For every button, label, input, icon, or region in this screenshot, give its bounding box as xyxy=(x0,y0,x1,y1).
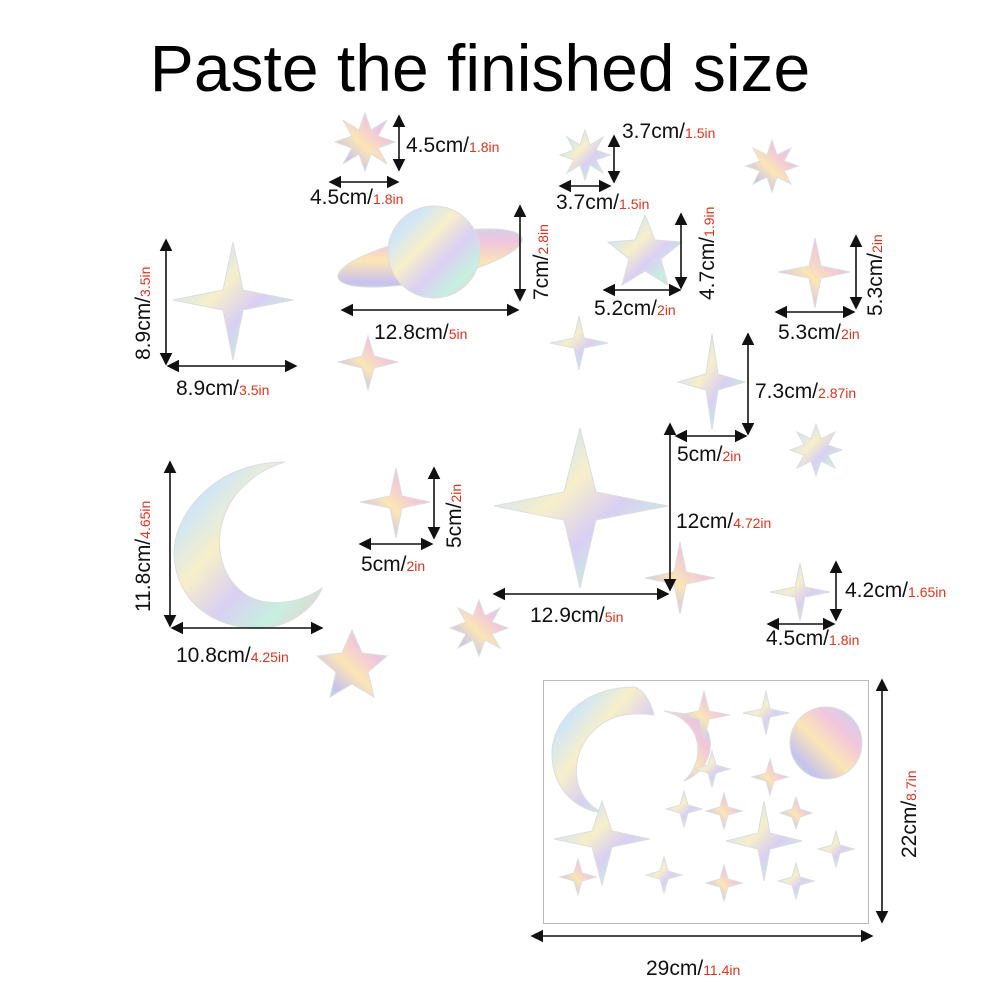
sheet-star-4 xyxy=(750,757,790,797)
sheet-star-5 xyxy=(664,789,704,829)
sheet-star-3 xyxy=(692,749,732,789)
mid-star-width-label: 5cm/2in xyxy=(361,553,426,576)
sheet-big-star xyxy=(553,799,651,887)
four-star-left-width-label: 8.9cm/3.5in xyxy=(176,377,270,400)
eight-point-star-top-right xyxy=(744,138,800,194)
big-star-height-label: 12cm/4.72in xyxy=(676,510,772,533)
star8-height-label: 3.7cm/1.5in xyxy=(622,120,716,143)
four-point-star-lower xyxy=(644,541,716,615)
big-star-width-label: 12.9cm/5in xyxy=(530,604,624,627)
small-right-star-height-label: 4.2cm/1.65in xyxy=(845,579,947,602)
sheet-planet xyxy=(789,706,863,780)
eight-point-star-bottom xyxy=(448,598,510,658)
sheet-star-8 xyxy=(778,795,814,831)
ringed-planet xyxy=(337,205,523,299)
four-star-right-width-label: 5.3cm/2in xyxy=(778,321,860,344)
five-star-height-label: 4.7cm/1.9in xyxy=(696,206,719,300)
sheet-star-1 xyxy=(677,690,731,740)
eight-point-star-right xyxy=(788,422,844,478)
sheet-star-7 xyxy=(725,800,803,882)
planet-width-label: 12.8cm/5in xyxy=(374,321,468,344)
big-four-point-star xyxy=(493,427,669,589)
five-point-star xyxy=(606,213,684,287)
sheet-height-label: 22cm/8.7in xyxy=(898,770,921,858)
small-right-star-width-label: 4.5cm/1.8in xyxy=(766,627,860,650)
sheet-moon xyxy=(551,686,655,814)
sheet-star-12 xyxy=(704,863,744,903)
star-small-width-label: 4.5cm/1.8in xyxy=(310,186,404,209)
tall-star-width-label: 5cm/2in xyxy=(677,443,742,466)
dimension-arrows xyxy=(159,114,889,943)
four-point-star-right xyxy=(777,237,851,309)
sheet-star-6 xyxy=(704,791,744,831)
crescent-moon xyxy=(173,461,323,629)
star8-width-label: 3.7cm/1.5in xyxy=(556,191,650,214)
sheet-star-11 xyxy=(644,855,684,895)
four-point-star-center-small xyxy=(549,315,609,371)
page-title: Paste the finished size xyxy=(149,31,811,105)
moon-width-label: 10.8cm/4.25in xyxy=(176,644,289,667)
sheet-star-2 xyxy=(742,690,790,736)
four-star-left-height-label: 8.9cm/3.5in xyxy=(132,266,155,360)
sheet-artwork xyxy=(551,686,863,903)
mid-star-height-label: 5cm/2in xyxy=(443,483,466,548)
four-point-star-small-right xyxy=(769,562,831,622)
sheet-width-label: 29cm/11.4in xyxy=(646,957,741,980)
four-point-star-middle xyxy=(359,467,431,539)
sheet-star-9 xyxy=(816,829,856,869)
sticker-sheet-preview xyxy=(543,680,869,924)
four-point-star-left xyxy=(172,241,294,361)
five-star-width-label: 5.2cm/2in xyxy=(594,297,676,320)
four-point-star-small-left xyxy=(337,334,399,392)
eight-point-star-top-left xyxy=(333,111,397,173)
four-star-right-height-label: 5.3cm/2in xyxy=(864,234,887,316)
moon-height-label: 11.8cm/4.65in xyxy=(132,500,155,612)
star-small-height-label: 4.5cm/1.8in xyxy=(406,134,500,157)
tall-star-height-label: 7.3cm/2.87in xyxy=(755,380,857,403)
tall-four-point-star xyxy=(676,333,747,431)
planet-height-label: 7cm/2.8in xyxy=(530,224,553,300)
sheet-star-13 xyxy=(776,861,816,901)
five-point-star-bottom xyxy=(315,628,389,699)
eight-point-star-top xyxy=(558,128,612,182)
sheet-star-10 xyxy=(558,857,598,897)
